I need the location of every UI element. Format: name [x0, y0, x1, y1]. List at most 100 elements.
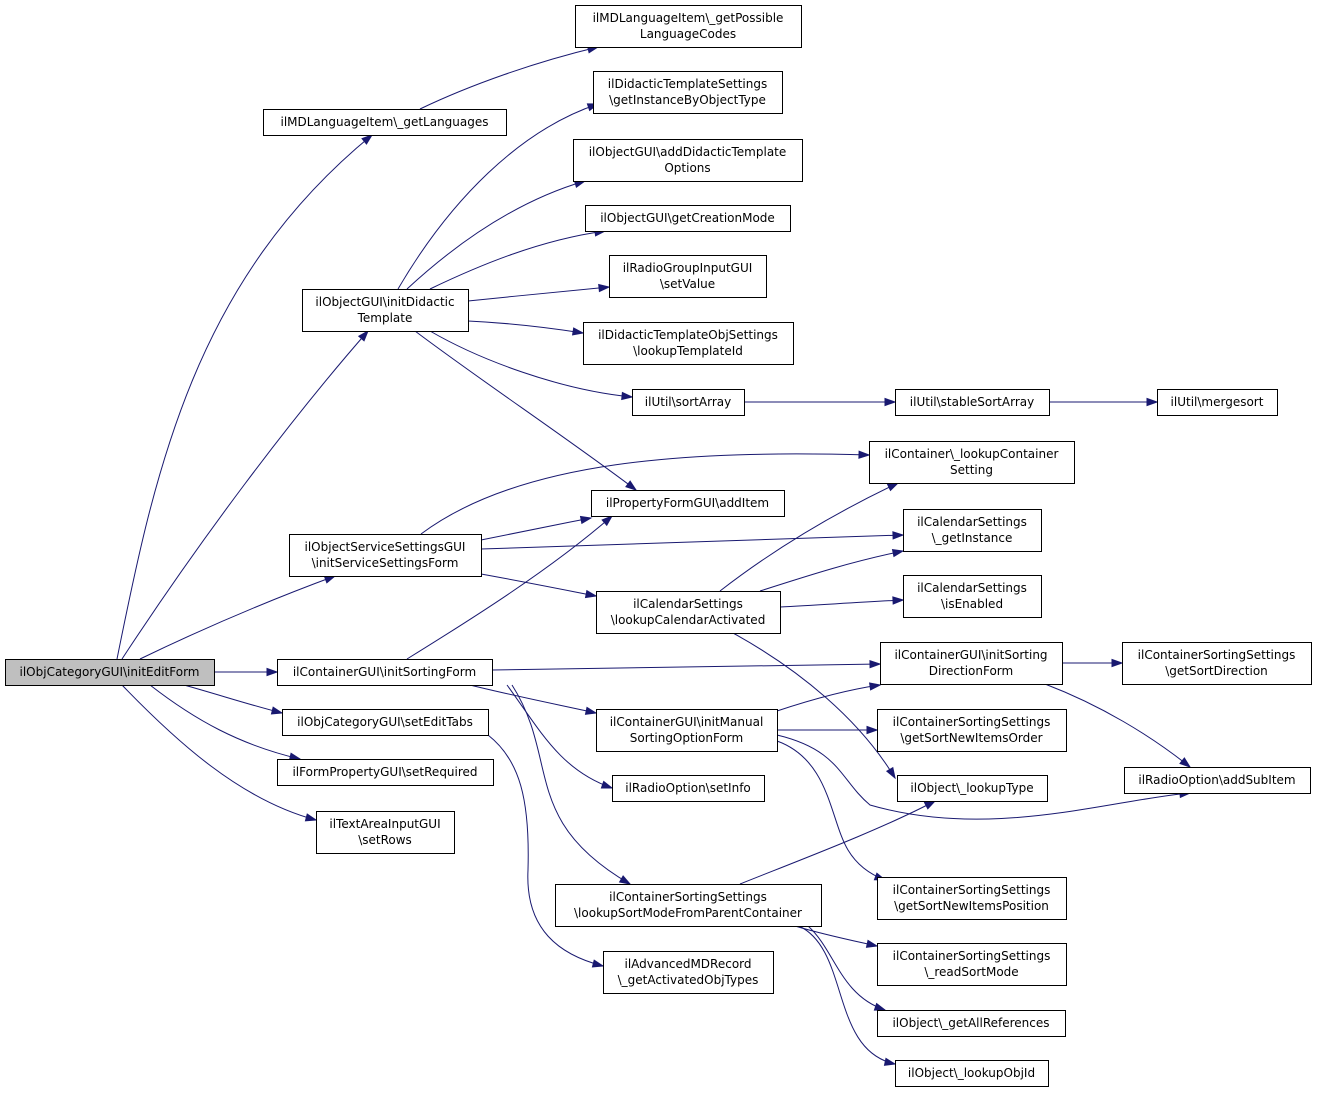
edge-line [759, 550, 904, 592]
arrowhead-icon [323, 575, 337, 584]
node-stableSortArray[interactable]: ilUtil\stableSortArray [895, 389, 1050, 416]
call-edge-root-to-initSortingForm [214, 667, 279, 677]
node-box[interactable] [897, 775, 1048, 802]
arrowhead-icon [584, 706, 598, 715]
node-label-line: ilUtil\mergesort [1171, 395, 1264, 409]
edge-line [429, 330, 633, 398]
node-getSortDirection[interactable]: ilContainerSortingSettings\getSortDirect… [1122, 642, 1312, 685]
arrowhead-icon [873, 1002, 887, 1011]
node-label-line: ilPropertyFormGUI\addItem [606, 496, 769, 510]
node-getSortNewItemsOrder[interactable]: ilContainerSortingSettings\getSortNewIte… [877, 709, 1067, 752]
node-calGetInstance[interactable]: ilCalendarSettings\_getInstance [903, 509, 1042, 552]
node-box[interactable] [277, 659, 493, 686]
node-lookupObjId[interactable]: ilObject\_lookupObjId [895, 1060, 1049, 1087]
node-calIsEnabled[interactable]: ilCalendarSettings\isEnabled [903, 575, 1042, 618]
node-label-line: ilContainerSortingSettings [893, 883, 1051, 897]
call-edge-initDidacticTemplate-to-addDidacticTemplateOptions [406, 179, 587, 290]
node-box[interactable] [603, 951, 774, 994]
edge-line [397, 103, 599, 290]
node-label-line: SortingOptionForm [630, 731, 743, 745]
node-getSortNewItemsPosition[interactable]: ilContainerSortingSettings\getSortNewIte… [877, 877, 1067, 920]
node-root[interactable]: ilObjCategoryGUI\initEditForm [5, 659, 215, 686]
node-initServiceSettingsForm[interactable]: ilObjectServiceSettingsGUI\initServiceSe… [289, 534, 482, 577]
edge-line [420, 453, 870, 535]
node-getAllReferences[interactable]: ilObject\_getAllReferences [877, 1010, 1066, 1037]
call-edge-stableSortArray-to-mergesort [1049, 397, 1159, 407]
node-lookupType[interactable]: ilObject\_lookupType [897, 775, 1048, 802]
node-addSubItem[interactable]: ilRadioOption\addSubItem [1124, 767, 1311, 794]
node-box[interactable] [1122, 642, 1312, 685]
node-box[interactable] [869, 441, 1075, 484]
node-lookupTemplateId[interactable]: ilDidacticTemplateObjSettings\lookupTemp… [583, 322, 794, 365]
node-setEditTabs[interactable]: ilObjCategoryGUI\setEditTabs [282, 709, 489, 736]
node-box[interactable] [609, 255, 767, 298]
node-box[interactable] [277, 759, 494, 786]
node-getActivatedObjTypes[interactable]: ilAdvancedMDRecord\_getActivatedObjTypes [603, 951, 774, 994]
node-box[interactable] [903, 575, 1042, 618]
edge-line [121, 684, 317, 821]
node-label-line: ilCalendarSettings [917, 515, 1027, 529]
node-box[interactable] [583, 322, 794, 365]
node-box[interactable] [596, 591, 781, 634]
node-box[interactable] [596, 709, 778, 752]
node-box[interactable] [877, 877, 1067, 920]
node-box[interactable] [5, 659, 215, 686]
node-getInstanceByObjectType[interactable]: ilDidacticTemplateSettings\getInstanceBy… [593, 71, 783, 114]
node-box[interactable] [877, 709, 1067, 752]
node-box[interactable] [895, 389, 1050, 416]
node-box[interactable] [612, 775, 765, 802]
call-edge-root-to-getLanguages [116, 134, 374, 660]
node-box[interactable] [1124, 767, 1311, 794]
arrowhead-icon [1146, 397, 1159, 407]
node-setInfo[interactable]: ilRadioOption\setInfo [612, 775, 765, 802]
node-box[interactable] [632, 389, 745, 416]
node-setRows[interactable]: ilTextAreaInputGUI\setRows [316, 811, 455, 854]
node-radioSetValue[interactable]: ilRadioGroupInputGUI\setValue [609, 255, 767, 298]
arrowhead-icon [598, 283, 611, 293]
node-label-line: ilContainerGUI\initManual [610, 715, 764, 729]
node-box[interactable] [575, 5, 802, 48]
node-box[interactable] [880, 642, 1063, 685]
node-box[interactable] [903, 509, 1042, 552]
call-edge-initManualSortingOptionForm-to-initSortingDirectionForm [776, 682, 882, 712]
node-label-line: ilUtil\stableSortArray [910, 395, 1034, 409]
node-sortArray[interactable]: ilUtil\sortArray [632, 389, 745, 416]
node-box[interactable] [263, 109, 507, 136]
node-box[interactable] [895, 1060, 1049, 1087]
node-box[interactable] [585, 205, 791, 232]
node-box[interactable] [877, 1010, 1066, 1037]
node-readSortMode[interactable]: ilContainerSortingSettings\_readSortMode [877, 943, 1067, 986]
node-initSortingForm[interactable]: ilContainerGUI\initSortingForm [277, 659, 493, 686]
node-label-line: ilContainerGUI\initSorting [894, 648, 1047, 662]
node-mergesort[interactable]: ilUtil\mergesort [1157, 389, 1278, 416]
call-edge-initServiceSettingsForm-to-lookupCalendarActivated [480, 573, 598, 599]
call-edge-initSortingForm-to-setInfo [506, 684, 614, 789]
node-initManualSortingOptionForm[interactable]: ilContainerGUI\initManualSortingOptionFo… [596, 709, 778, 752]
node-box[interactable] [591, 490, 785, 517]
node-box[interactable] [877, 943, 1067, 986]
call-edge-root-to-initDidacticTemplate [121, 329, 369, 660]
node-box[interactable] [555, 884, 822, 927]
node-addItem[interactable]: ilPropertyFormGUI\addItem [591, 490, 785, 517]
node-box[interactable] [289, 534, 482, 577]
node-box[interactable] [1157, 389, 1278, 416]
node-lookupSortModeFromParentContainer[interactable]: ilContainerSortingSettings\lookupSortMod… [555, 884, 822, 927]
node-getPossibleLanguageCodes[interactable]: ilMDLanguageItem\_getPossibleLanguageCod… [575, 5, 802, 48]
node-box[interactable] [316, 811, 455, 854]
node-getCreationMode[interactable]: ilObjectGUI\getCreationMode [585, 205, 791, 232]
node-box[interactable] [302, 289, 469, 332]
node-box[interactable] [593, 71, 783, 114]
node-getLanguages[interactable]: ilMDLanguageItem\_getLanguages [263, 109, 507, 136]
node-box[interactable] [282, 709, 489, 736]
node-label-line: ilCalendarSettings [917, 581, 1027, 595]
edge-line [419, 46, 599, 110]
node-box[interactable] [573, 139, 803, 182]
node-setRequired[interactable]: ilFormPropertyGUI\setRequired [277, 759, 494, 786]
node-label-line: \lookupTemplateId [633, 344, 743, 358]
node-lookupCalendarActivated[interactable]: ilCalendarSettings\lookupCalendarActivat… [596, 591, 781, 634]
node-label-line: ilUtil\sortArray [645, 395, 731, 409]
